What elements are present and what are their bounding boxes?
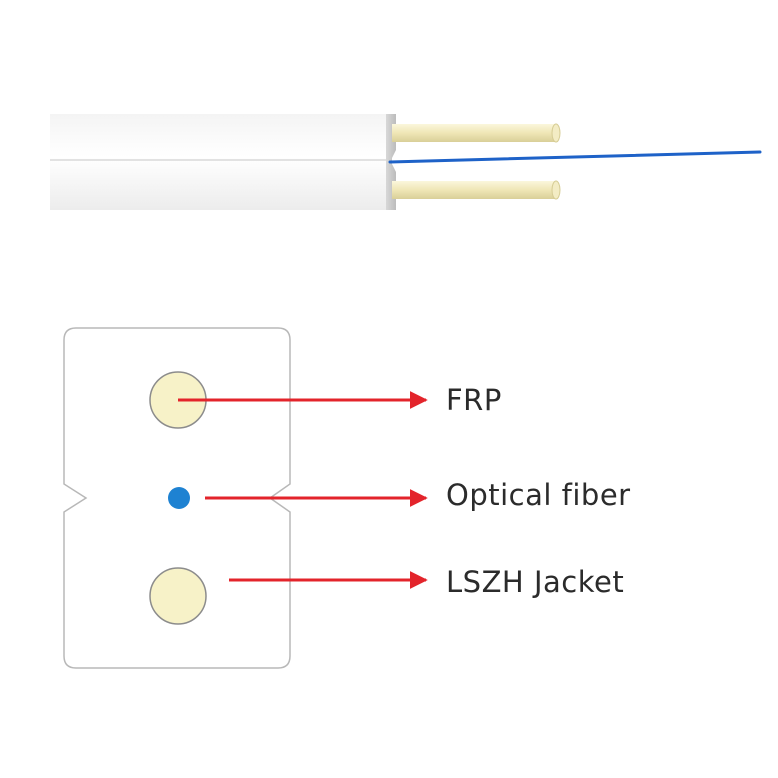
frp-rod-upper (392, 123, 561, 143)
optical-fiber-strand (388, 150, 762, 164)
cable-side-view (50, 114, 762, 210)
frp-rod-lower (392, 180, 561, 200)
label-optical-fiber: Optical fiber (446, 478, 631, 512)
frp-rod-section-lower (149, 567, 207, 625)
label-frp: FRP (446, 383, 502, 417)
cable-jacket-body (50, 114, 386, 210)
optical-fiber-section (168, 487, 190, 509)
label-lszh-jacket: LSZH Jacket (446, 565, 625, 599)
callout-arrows (178, 391, 428, 589)
